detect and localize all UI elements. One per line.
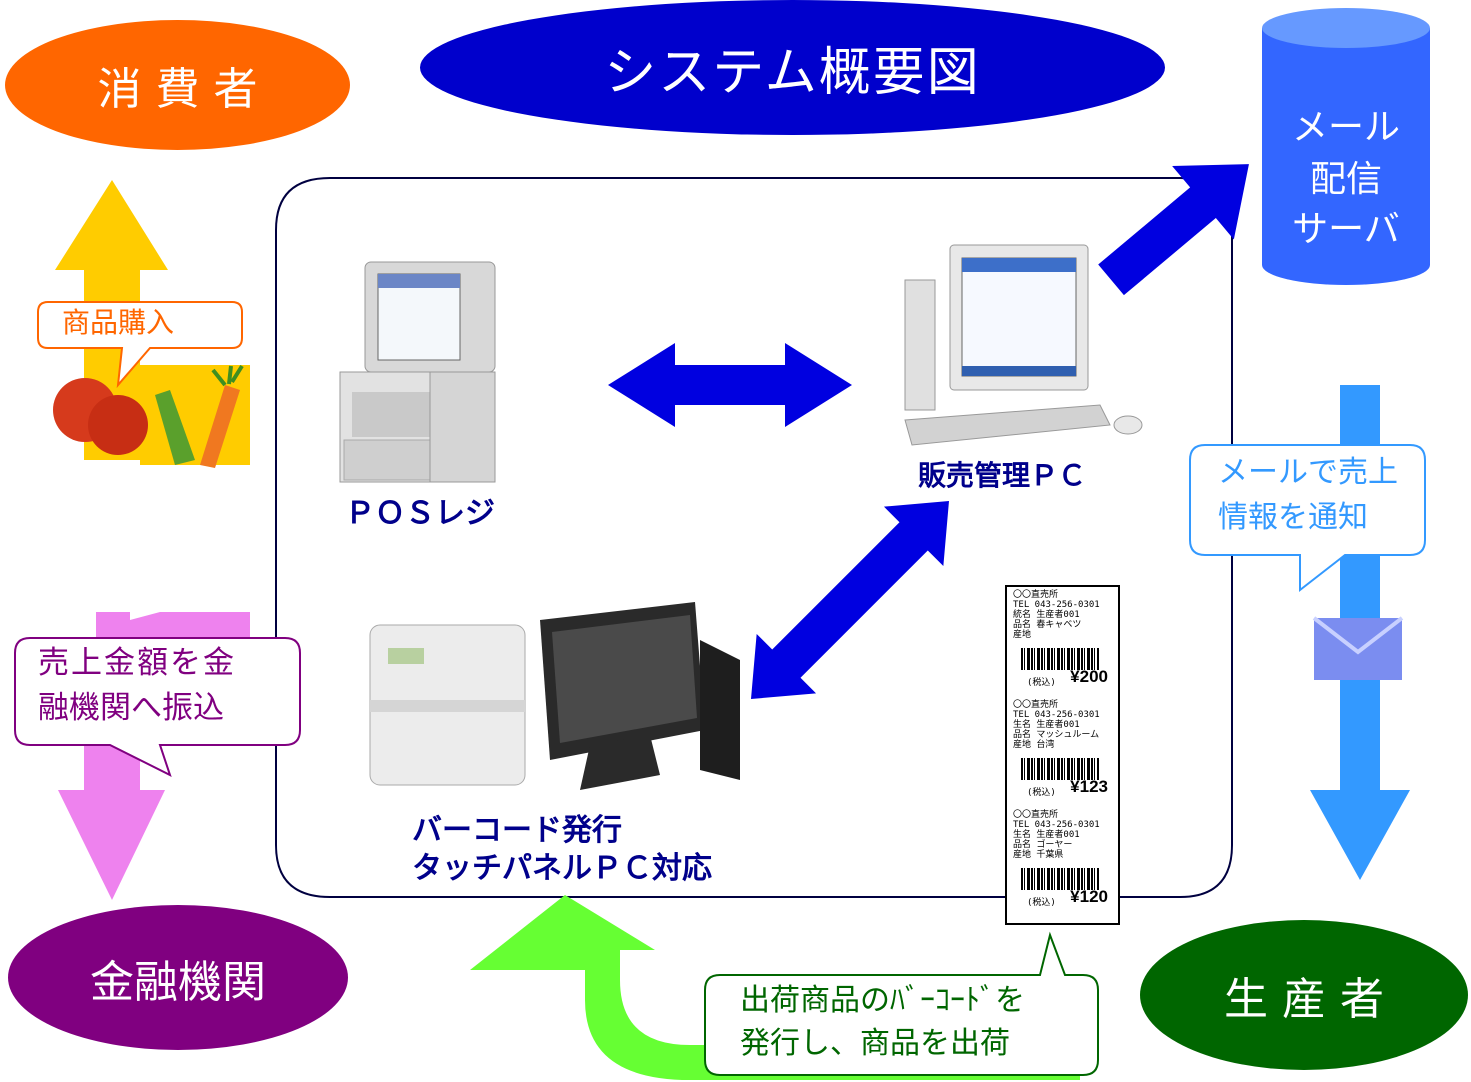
title-ellipse: システム概要図 (420, 0, 1165, 135)
receipt-line: 産地 台湾 (1013, 740, 1055, 750)
transfer-callout-line2: 融機関へ振込 (38, 690, 224, 726)
receipt-price: ¥123 (1070, 777, 1108, 796)
purchase-callout (37, 301, 243, 389)
diagram-title: システム概要図 (604, 43, 981, 103)
producer-node: 生 産 者 (1140, 920, 1468, 1070)
receipt-line: 産地 (1013, 630, 1032, 640)
consumer-label: 消 費 者 (97, 64, 258, 115)
notify-callout (1189, 444, 1426, 593)
pc-server-arrow (1098, 164, 1249, 296)
mail-server-cylinder (1262, 8, 1430, 285)
receipt-line: 〇〇直売所 (1013, 810, 1059, 820)
producer-label: 生 産 者 (1224, 974, 1384, 1025)
receipt-tax: (税込) (1027, 678, 1056, 688)
receipt-tax: (税込) (1027, 788, 1056, 798)
shipping-arrow (470, 895, 1080, 1080)
transfer-callout-line1: 売上金額を金 (38, 645, 236, 681)
ship-callout (704, 931, 1099, 1076)
touch-panel-image (540, 602, 740, 790)
barcode-pc-arrow (751, 501, 949, 699)
receipt-line: 品名 春キャベツ (1013, 620, 1082, 630)
ship-callout-line2: 発行し、商品を出荷 (740, 1026, 1010, 1061)
pos-register-image (339, 261, 496, 483)
notify-callout-line2: 情報を通知 (1218, 500, 1368, 535)
pos-label: ＰＯＳレジ (345, 496, 495, 531)
receipt-line: 産地 千葉県 (1013, 850, 1064, 860)
barcode-printer-image (369, 624, 526, 786)
receipt-price: ¥200 (1070, 667, 1108, 686)
barcode-label-2: タッチパネルＰＣ対応 (412, 851, 712, 886)
barcode-labels-receipt: 〇〇直売所 TEL 043-256-0301 統名 生産者001 品名 春キャベ… (1005, 585, 1120, 925)
bank-node: 金融機関 (8, 905, 348, 1050)
receipt-line: 統名 生産者001 (1013, 610, 1080, 620)
receipt-line: 品名 マッシュルーム (1013, 730, 1100, 740)
receipt-line: 生名 生産者001 (1013, 830, 1080, 840)
receipt-line: 品名 ゴーヤー (1013, 840, 1073, 850)
receipt-line: 〇〇直売所 (1013, 700, 1059, 710)
receipt-line: TEL 043-256-0301 (1013, 600, 1100, 610)
sales-pc-label: 販売管理ＰＣ (918, 459, 1087, 492)
consumer-node: 消 費 者 (5, 20, 350, 150)
receipt-line: 生名 生産者001 (1013, 720, 1080, 730)
barcode-label-item: 〇〇直売所 TEL 043-256-0301 統名 生産者001 品名 春キャベ… (1013, 590, 1112, 700)
purchase-callout-text: 商品購入 (62, 306, 175, 339)
receipt-line: TEL 043-256-0301 (1013, 710, 1100, 720)
barcode-label-item: 〇〇直売所 TEL 043-256-0301 生名 生産者001 品名 ゴーヤー… (1013, 810, 1112, 920)
pos-pc-arrow (608, 343, 852, 427)
notify-callout-line1: メールで売上 (1218, 455, 1398, 490)
barcode-icon (1021, 868, 1099, 890)
barcode-icon (1021, 758, 1099, 780)
barcode-label-1: バーコード発行 (412, 813, 622, 848)
mail-server-label-2: 配信 (1309, 159, 1382, 200)
transfer-callout (14, 637, 301, 777)
receipt-line: 〇〇直売所 (1013, 590, 1059, 600)
barcode-icon (1021, 648, 1099, 670)
ship-callout-line1: 出荷商品のﾊﾞｰｺｰﾄﾞを (740, 983, 1025, 1018)
barcode-label-item: 〇〇直売所 TEL 043-256-0301 生名 生産者001 品名 マッシュ… (1013, 700, 1112, 810)
mail-server-label-3: サーバ (1292, 209, 1400, 250)
receipt-line: TEL 043-256-0301 (1013, 820, 1100, 830)
mail-envelope-icon (1312, 616, 1404, 680)
mail-server-label-1: メール (1291, 107, 1400, 148)
receipt-price: ¥120 (1070, 887, 1108, 906)
bank-label: 金融機関 (90, 956, 266, 1008)
receipt-tax: (税込) (1027, 898, 1056, 908)
sales-pc-image (904, 244, 1143, 446)
vegetables-image (53, 364, 250, 468)
